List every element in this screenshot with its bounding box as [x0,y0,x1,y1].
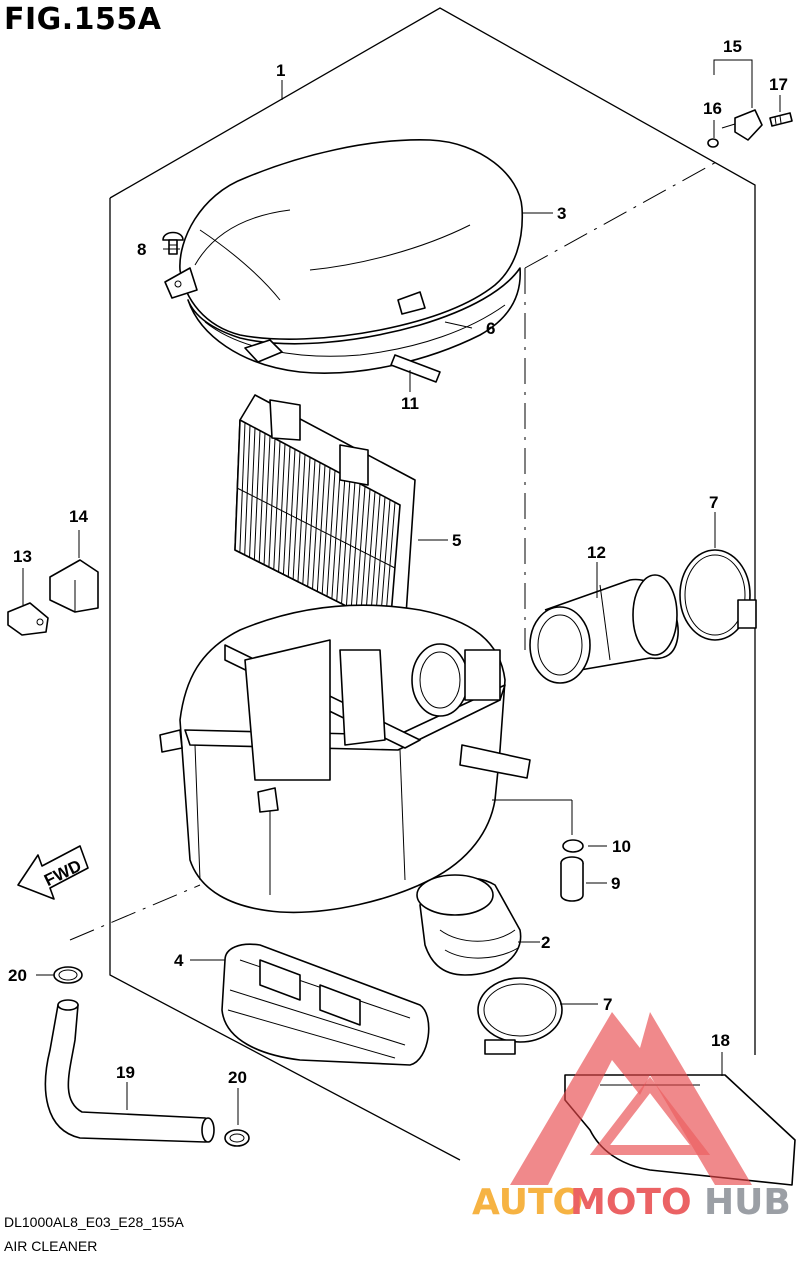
filter-pleat-line [341,478,351,604]
callout-4: 4 [174,951,184,970]
cover-gasket [187,267,521,374]
filter-pleat-line [350,483,361,609]
drain-cover [221,943,430,1066]
cover-part-14 [49,559,99,613]
callout-16: 16 [703,99,722,118]
leader-lines [22,59,781,1125]
strip-part-11 [390,354,441,383]
filter-pleat-line [239,422,246,553]
ring-part-10 [562,839,584,853]
filter-pleat-line [370,494,381,619]
callout-3: 3 [557,204,566,223]
callout-8: 8 [137,240,146,259]
screw-part-17 [769,112,793,127]
filter-pleat-line [263,435,271,565]
callout-labels: 1 2 3 4 5 6 7 7 8 9 10 11 12 13 14 15 16… [8,37,788,1087]
callout-7-lower: 7 [603,995,612,1014]
callout-13: 13 [13,547,32,566]
filter-pleat-line [379,499,391,624]
filter-pleat-line [278,443,286,572]
callout-5: 5 [452,531,461,550]
watermark-text-moto: MOTO [570,1182,692,1223]
filter-pleat-line [326,470,336,597]
joint-part-15 [721,109,763,141]
hose-clamp-upper [53,966,83,984]
filter-pleat-line [345,481,356,607]
filter-pleat-line [244,425,251,555]
callout-20-lower: 20 [228,1068,247,1087]
callout-2: 2 [541,933,550,952]
watermark-logo: AUTO MOTO HUB [472,1012,791,1223]
filter-pleat-line [282,446,291,575]
watermark-text-hub: HUB [704,1182,791,1223]
forward-arrow-icon: FWD [17,845,89,900]
hose-clamp-lower [224,1129,250,1147]
screw-part-8 [162,231,184,255]
filter-pleat-line [302,457,311,585]
callout-19: 19 [116,1063,135,1082]
callout-14: 14 [69,507,88,526]
clamp-lower [477,977,563,1055]
filter-pleat-line [307,459,316,587]
clamp-upper [679,549,757,641]
filter-pleat-line [360,489,371,614]
filter-pleat-line [336,475,346,602]
filter-pleat-line [249,427,256,558]
filter-pleat-line [312,462,321,590]
filter-pleat-line [268,438,276,568]
washer-part-16 [707,138,719,148]
figure-title: FIG.155A [4,2,162,37]
filter-pleat-line [316,465,326,592]
callout-20-upper: 20 [8,966,27,985]
callout-15: 15 [723,37,742,56]
callout-7-upper: 7 [709,493,718,512]
figure-name: AIR CLEANER [4,1238,98,1254]
filter-pleat-line [384,502,396,626]
figure-code: DL1000AL8_E03_E28_155A [4,1214,184,1230]
callout-11: 11 [401,394,419,413]
filter-pleat-line [287,449,296,577]
filter-pleat-line [321,467,331,594]
sleeve-part-9 [560,856,584,902]
callout-9: 9 [611,874,620,893]
drain-hose [44,999,215,1143]
callout-1: 1 [276,61,285,80]
filter-element [234,394,416,631]
callout-6: 6 [486,319,495,338]
filter-pleat-line [374,496,386,621]
filter-pleat-line [258,433,266,563]
outlet-tube [416,874,522,976]
sensor-part-13 [7,602,49,636]
watermark-text-auto: AUTO [472,1182,583,1223]
callout-10: 10 [612,837,631,856]
filter-pleat-line [253,430,261,560]
filter-pleat-line [297,454,306,582]
filter-pleat-line [273,441,281,570]
callout-12: 12 [587,543,606,562]
filter-pleat-line [331,473,341,599]
intake-funnel [529,574,679,684]
air-cleaner-box [159,604,531,914]
filter-pleat-line [365,491,376,616]
callout-17: 17 [769,75,788,94]
filter-pleat-line [292,451,301,580]
callout-18: 18 [711,1031,730,1050]
air-cleaner-cover [164,139,524,340]
filter-pleat-line [355,486,366,611]
